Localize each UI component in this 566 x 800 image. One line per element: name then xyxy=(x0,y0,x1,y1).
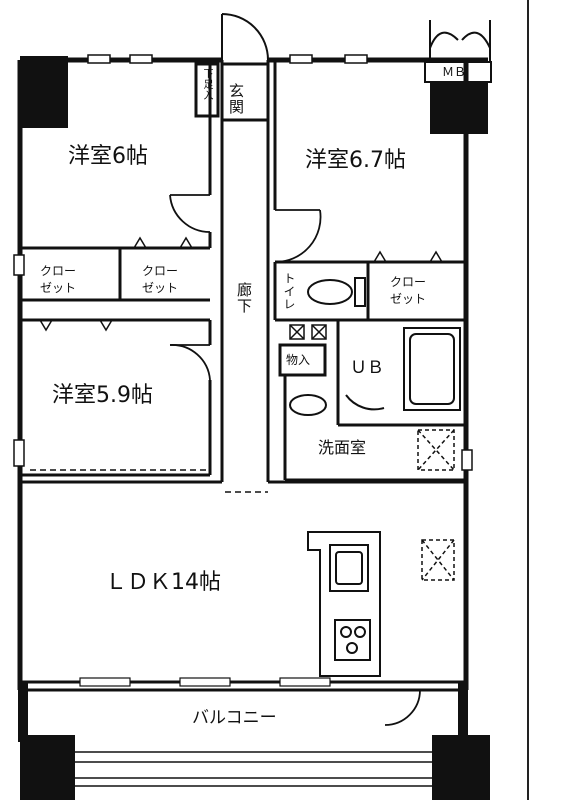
room-doors xyxy=(169,194,421,726)
windows xyxy=(13,54,473,471)
washbasin xyxy=(289,394,327,416)
label-meter-box: ＭＢ xyxy=(442,65,467,79)
structural-columns xyxy=(18,56,490,800)
label-corridor: 廊下 xyxy=(235,282,253,314)
label-closet-1-line1: クロー xyxy=(40,264,77,278)
label-closet-2-line1: クロー xyxy=(142,264,179,278)
label-storage: 物入 xyxy=(286,353,311,367)
balcony-railing xyxy=(75,751,432,787)
toilet-fixture xyxy=(307,277,366,307)
meter-box xyxy=(424,20,492,83)
label-unit-bath: ＵＢ xyxy=(350,358,384,378)
label-closet-3-line1: クロー xyxy=(390,275,427,289)
label-western-room-1: 洋室6帖 xyxy=(68,144,148,169)
label-shoe-box: 下足入 xyxy=(201,68,212,101)
entrance-door xyxy=(221,13,269,61)
bathtub xyxy=(345,327,461,411)
label-toilet: トイレ xyxy=(282,272,296,311)
label-western-room-3: 洋室5.9帖 xyxy=(52,383,153,408)
closet-door-marks xyxy=(39,236,443,332)
dashed-partitions xyxy=(30,469,268,493)
label-western-room-2: 洋室6.7帖 xyxy=(305,148,406,173)
label-entrance: 玄関 xyxy=(227,83,245,115)
label-washroom: 洗面室 xyxy=(318,438,367,457)
label-closet-2-line2: ゼット xyxy=(142,281,179,295)
label-closet-3-line2: ゼット xyxy=(390,292,427,306)
sliding-windows xyxy=(79,677,331,687)
kitchen-counter xyxy=(307,531,381,677)
label-balcony: バルコニー xyxy=(192,708,277,728)
interior-walls xyxy=(20,60,466,692)
label-closet-1-line2: ゼット xyxy=(40,281,77,295)
label-ldk: ＬＤＫ14帖 xyxy=(105,570,221,595)
ventilation-marks xyxy=(289,324,455,581)
